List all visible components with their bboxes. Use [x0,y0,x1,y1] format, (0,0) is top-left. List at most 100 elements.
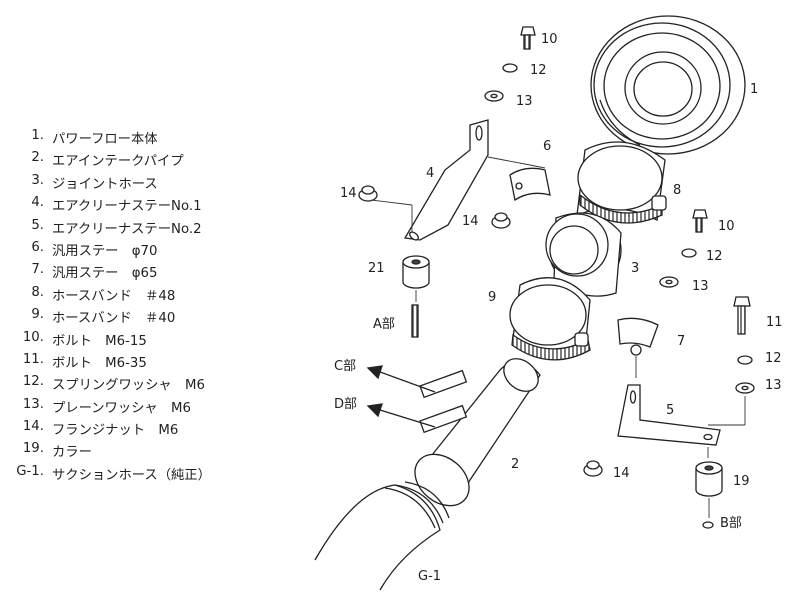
legend-number: 2. [31,150,44,166]
legend-number: 12. [22,374,44,390]
legend-number: 7. [31,262,44,278]
legend-number: 4. [31,195,44,211]
hole-b [702,521,714,529]
callout-13a: 13 [516,94,533,109]
legend-row: G-1. サクションホース（純正） [6,464,256,486]
legend-row: 3. ジョイントホース [6,173,256,195]
label-a-part: A部 [373,317,395,332]
callout-10a: 10 [541,32,558,47]
legend-part-name: カラー [52,445,92,461]
plain-washer-13a [484,90,504,102]
callout-21: 21 [368,261,385,276]
arrow-d [366,403,436,428]
legend-part-name: ジョイントホース [52,176,158,192]
legend-number: 13. [22,396,44,412]
hose-band-40 [509,277,591,361]
legend-row: 13. プレーンワッシャ M6 [6,397,256,419]
callout-1: 1 [750,82,758,97]
legend-row: 19. カラー [6,441,256,463]
stay-phi65 [617,317,659,356]
callout-13c: 13 [765,378,782,393]
legend-row: 1. パワーフロー本体 [6,128,256,150]
legend-number: 11. [22,351,44,367]
hose-band-48 [576,141,667,224]
stay-no2 [617,384,721,446]
callout-19: 19 [733,474,750,489]
callout-6: 6 [543,139,551,154]
callout-12c: 12 [765,351,782,366]
flange-nut-14c [583,460,603,477]
joint-hose [545,212,622,297]
stay-no1 [403,119,489,241]
callout-12b: 12 [706,249,723,264]
label-b-part: B部 [720,516,742,531]
spring-washer-12c [737,355,753,365]
legend-part-name: エアクリーナステーNo.2 [52,221,202,237]
parts-legend: 1. パワーフロー本体 2. エアインテークパイプ 3. ジョイントホース 4. エアクリーナ… [6,128,256,486]
legend-row: 12. スプリングワッシャ M6 [6,374,256,396]
legend-row: 6. 汎用ステー φ70 [6,240,256,262]
legend-part-name: ボルト M6-35 [52,355,147,371]
callout-2: 2 [511,457,519,472]
legend-row: 4. エアクリーナステーNo.1 [6,195,256,217]
callout-10b: 10 [718,219,735,234]
flange-nut-14a [358,185,378,202]
bolt-10-mid [692,209,708,233]
legend-part-name: ホースバンド ＃40 [52,311,176,327]
legend-row: 7. 汎用ステー φ65 [6,262,256,284]
legend-row: 10. ボルト M6-15 [6,330,256,352]
callout-7: 7 [677,334,685,349]
legend-number: 19. [22,441,44,457]
legend-row: 9. ホースバンド ＃40 [6,307,256,329]
plain-washer-13b [659,276,679,288]
callout-9: 9 [488,290,496,305]
spring-washer-12a [502,63,518,73]
legend-number: G-1. [16,463,44,479]
callout-g1: G-1 [418,569,441,584]
legend-part-name: パワーフロー本体 [52,132,158,147]
collar-21 [402,255,430,289]
stud-a [411,304,419,338]
legend-part-name: エアインテークパイプ [52,154,184,170]
legend-number: 9. [31,307,44,323]
callout-11: 11 [766,315,783,330]
legend-number: 8. [31,284,44,300]
arrow-c [366,365,436,393]
suction-hose [314,481,450,591]
legend-part-name: スプリングワッシャ M6 [52,378,205,394]
callout-12a: 12 [530,63,547,78]
legend-number: 5. [31,217,44,233]
bolt-10-top [520,26,536,50]
legend-number: 6. [31,239,44,255]
callout-4: 4 [426,166,434,181]
legend-number: 1. [31,128,44,143]
callout-14b: 14 [462,214,479,229]
leader-lines [370,156,746,518]
legend-part-name: エアクリーナステーNo.1 [52,199,202,215]
spring-washer-12b [681,248,697,258]
legend-part-name: ホースバンド ＃48 [52,288,176,304]
legend-number: 14. [22,419,44,435]
stay-phi70 [509,167,551,202]
legend-part-name: プレーンワッシャ M6 [52,400,191,416]
legend-row: 5. エアクリーナステーNo.2 [6,218,256,240]
legend-part-name: 汎用ステー φ70 [52,243,158,259]
legend-row: 11. ボルト M6-35 [6,352,256,374]
label-d-part: D部 [334,397,357,412]
legend-row: 2. エアインテークパイプ [6,150,256,172]
legend-row: 14.フランジナット M6 [6,419,256,441]
bolt-11 [733,296,751,335]
legend-number: 3. [31,172,44,188]
legend-number: 10. [22,329,44,345]
callout-3: 3 [631,261,639,276]
callout-14a: 14 [340,186,357,201]
callout-13b: 13 [692,279,709,294]
air-filter-part [590,15,746,155]
legend-part-name: サクションホース（純正） [52,467,211,483]
legend-row: 8. ホースバンド ＃48 [6,285,256,307]
flange-nut-14b [491,212,511,229]
legend-part-name: 汎用ステー φ65 [52,266,158,282]
plain-washer-13c [735,382,755,394]
legend-part-name: ボルト M6-15 [52,333,147,349]
